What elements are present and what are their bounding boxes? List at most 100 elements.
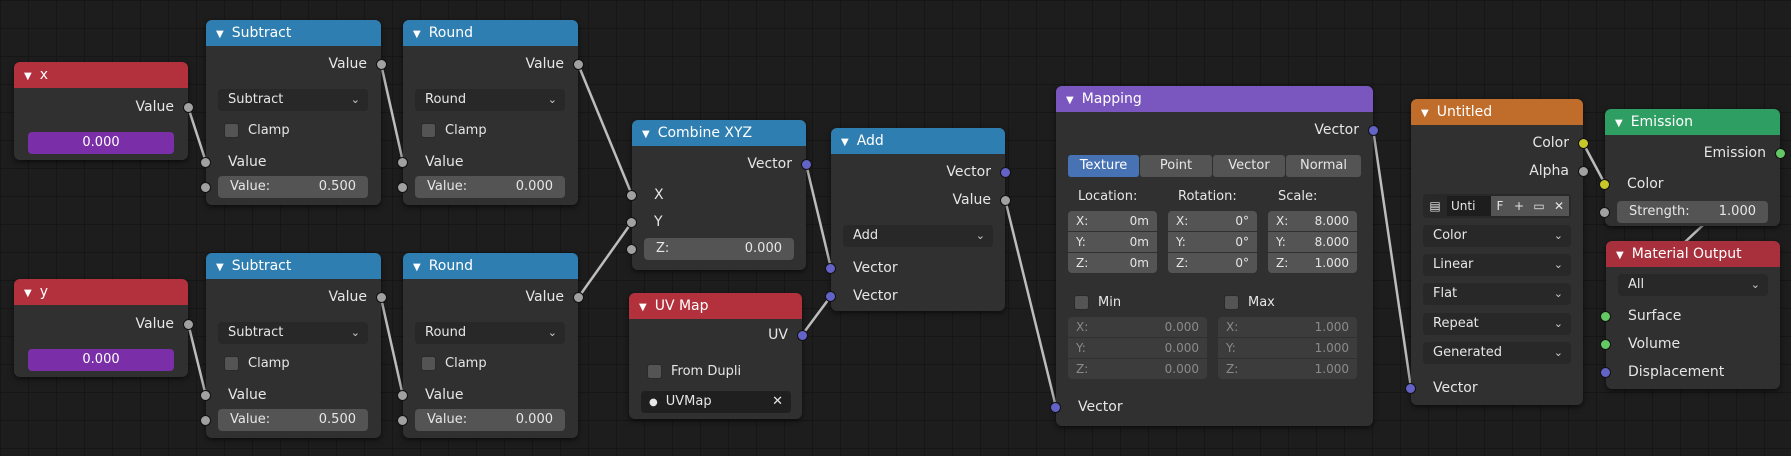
node-add[interactable]: ▼Add Vector Value Add⌄ Vector Vector (825, 128, 1011, 311)
rotation-z-field[interactable]: Z:0° (1168, 253, 1257, 273)
close-icon[interactable]: ✕ (1549, 196, 1569, 216)
value-input-field[interactable]: Value:0.000 (415, 409, 565, 431)
node-image-texture[interactable]: ▼Untitled Color Alpha ▤ Unti F + ▭ ✕ Col… (1405, 99, 1589, 405)
value-field[interactable]: 0.000 (28, 132, 174, 154)
output-socket[interactable] (183, 102, 194, 113)
extension-dropdown[interactable]: Repeat⌄ (1423, 313, 1571, 335)
node-header[interactable]: ▼y (14, 279, 188, 305)
node-uv-map[interactable]: ▼UV Map UV From Dupli ●UVMap ✕ (629, 293, 808, 419)
value-field[interactable]: 0.000 (28, 349, 174, 371)
rotation-y-field[interactable]: Y:0° (1168, 232, 1257, 252)
value-output-socket[interactable] (1000, 195, 1011, 206)
input-x-socket[interactable] (626, 190, 637, 201)
output-socket[interactable] (183, 319, 194, 330)
value-input-field[interactable]: Value:0.000 (415, 176, 565, 198)
input-y-socket[interactable] (626, 217, 637, 228)
clamp-checkbox[interactable] (421, 356, 436, 371)
image-name-field[interactable]: Unti (1447, 196, 1491, 216)
image-selector[interactable]: ▤ Unti F + ▭ ✕ (1423, 194, 1571, 218)
vector-output-socket[interactable] (801, 159, 812, 170)
open-folder-icon[interactable]: ▭ (1529, 196, 1549, 216)
new-image-button[interactable]: + (1509, 196, 1529, 216)
collapse-triangle-icon[interactable]: ▼ (413, 262, 421, 273)
location-z-field[interactable]: Z:0m (1068, 253, 1157, 273)
node-y[interactable]: ▼y Value 0.000 (14, 279, 194, 377)
value-input-field[interactable]: Value:0.500 (218, 176, 368, 198)
from-dupli-checkbox[interactable] (647, 364, 662, 379)
value-input-field[interactable]: Value:0.500 (218, 409, 368, 431)
strength-input-socket[interactable] (1599, 207, 1610, 218)
input-socket[interactable] (397, 390, 408, 401)
operation-dropdown[interactable]: Subtract⌄ (218, 322, 368, 344)
fake-user-button[interactable]: F (1491, 196, 1509, 216)
operation-dropdown[interactable]: Round⌄ (415, 322, 565, 344)
operation-dropdown[interactable]: Subtract⌄ (218, 89, 368, 111)
output-socket[interactable] (573, 292, 584, 303)
node-header[interactable]: ▼Material Output (1606, 241, 1780, 267)
location-x-field[interactable]: X:0m (1068, 211, 1157, 231)
clamp-checkbox[interactable] (421, 123, 436, 138)
node-header[interactable]: ▼Subtract (206, 253, 381, 279)
node-header[interactable]: ▼Add (831, 128, 1005, 154)
scale-x-field[interactable]: X:8.000 (1268, 211, 1357, 231)
output-socket[interactable] (573, 59, 584, 70)
vector-output-socket[interactable] (1368, 125, 1379, 136)
max-z-field[interactable]: Z:1.000 (1218, 359, 1357, 379)
min-y-field[interactable]: Y:0.000 (1068, 338, 1207, 358)
min-x-field[interactable]: X:0.000 (1068, 317, 1207, 337)
operation-dropdown[interactable]: Round⌄ (415, 89, 565, 111)
tab-vector[interactable]: Vector (1213, 155, 1285, 177)
input-socket[interactable] (200, 415, 211, 426)
node-emission[interactable]: ▼Emission Emission Color Strength:1.000 (1599, 109, 1786, 226)
min-z-field[interactable]: Z:0.000 (1068, 359, 1207, 379)
rotation-x-field[interactable]: X:0° (1168, 211, 1257, 231)
max-x-field[interactable]: X:1.000 (1218, 317, 1357, 337)
collapse-triangle-icon[interactable]: ▼ (216, 262, 224, 273)
collapse-triangle-icon[interactable]: ▼ (216, 29, 224, 40)
interpolation-dropdown[interactable]: Color⌄ (1423, 225, 1571, 247)
input-socket[interactable] (200, 182, 211, 193)
clamp-checkbox[interactable] (224, 123, 239, 138)
collapse-triangle-icon[interactable]: ▼ (639, 302, 647, 313)
surface-input-socket[interactable] (1600, 311, 1611, 322)
node-combine-xyz[interactable]: ▼Combine XYZ Vector X Y Z:0.000 (626, 120, 812, 270)
max-y-field[interactable]: Y:1.000 (1218, 338, 1357, 358)
collapse-triangle-icon[interactable]: ▼ (642, 129, 650, 140)
mapping-type-tabs[interactable]: Texture Point Vector Normal (1068, 155, 1361, 177)
vector-output-socket[interactable] (1000, 167, 1011, 178)
projection-dropdown[interactable]: Linear⌄ (1423, 254, 1571, 276)
vector-input-socket[interactable] (1050, 402, 1061, 413)
node-subtract-1[interactable]: ▼Subtract Value Subtract⌄ Clamp Value Va… (200, 20, 387, 205)
input-socket[interactable] (397, 415, 408, 426)
vector-input-socket[interactable] (825, 291, 836, 302)
output-socket[interactable] (376, 59, 387, 70)
node-header[interactable]: ▼Round (403, 20, 578, 46)
clamp-checkbox[interactable] (224, 356, 239, 371)
color-input-socket[interactable] (1599, 179, 1610, 190)
node-header[interactable]: ▼Untitled (1411, 99, 1583, 125)
node-header[interactable]: ▼UV Map (629, 293, 802, 319)
input-socket[interactable] (397, 157, 408, 168)
input-socket[interactable] (200, 157, 211, 168)
collapse-triangle-icon[interactable]: ▼ (24, 71, 32, 82)
image-browse-icon[interactable]: ▤ (1429, 199, 1441, 213)
location-y-field[interactable]: Y:0m (1068, 232, 1157, 252)
max-checkbox[interactable] (1224, 295, 1239, 310)
tab-point[interactable]: Point (1140, 155, 1212, 177)
node-header[interactable]: ▼Subtract (206, 20, 381, 46)
input-z-socket[interactable] (626, 244, 637, 255)
emission-output-socket[interactable] (1775, 148, 1786, 159)
node-material-output[interactable]: ▼Material Output All⌄ Surface Volume Dis… (1600, 241, 1780, 389)
source-dropdown[interactable]: Generated⌄ (1423, 342, 1571, 364)
node-x[interactable]: ▼x Value 0.000 (14, 62, 194, 160)
node-mapping[interactable]: ▼Mapping Vector Texture Point Vector Nor… (1050, 86, 1379, 426)
node-subtract-2[interactable]: ▼Subtract Value Subtract⌄ Clamp Value Va… (200, 253, 387, 438)
target-dropdown[interactable]: All⌄ (1618, 274, 1768, 296)
uv-output-socket[interactable] (797, 330, 808, 341)
flat-dropdown[interactable]: Flat⌄ (1423, 283, 1571, 305)
node-round-2[interactable]: ▼Round Value Round⌄ Clamp Value Value:0.… (397, 253, 584, 438)
volume-input-socket[interactable] (1600, 339, 1611, 350)
collapse-triangle-icon[interactable]: ▼ (1615, 118, 1623, 129)
strength-field[interactable]: Strength:1.000 (1617, 201, 1768, 223)
node-round-1[interactable]: ▼Round Value Round⌄ Clamp Value Value:0.… (397, 20, 584, 205)
